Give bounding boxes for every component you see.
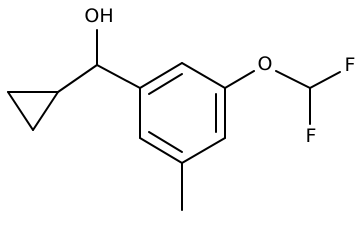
ring-double-bond-c [148,131,183,153]
fluorine-bottom-label: F [306,125,317,147]
ring-double-bond-a [148,73,183,95]
bond-chf2-to-f-top [309,71,341,89]
cyclopropyl-ring [7,91,59,131]
bond-ether-o-to-chf2 [275,70,311,89]
ring-bond-1 [139,62,183,89]
fluorine-top-label: F [345,54,356,76]
benzene-ring [139,62,226,164]
ether-oxygen-label: O [258,53,273,75]
ring-bond-4 [181,137,226,164]
bond-cp-to-carbinol [57,64,98,93]
ring-bond-2 [181,62,226,89]
chemical-structure-diagram: OH O F F [7,5,356,211]
bond-cp-2 [7,91,34,131]
bond-carbinol-to-ring [96,64,141,89]
hydroxyl-label: OH [84,5,113,27]
bond-ring-to-ether-o [224,70,255,89]
ring-bond-5 [139,137,183,164]
bond-cp-3 [32,91,59,131]
